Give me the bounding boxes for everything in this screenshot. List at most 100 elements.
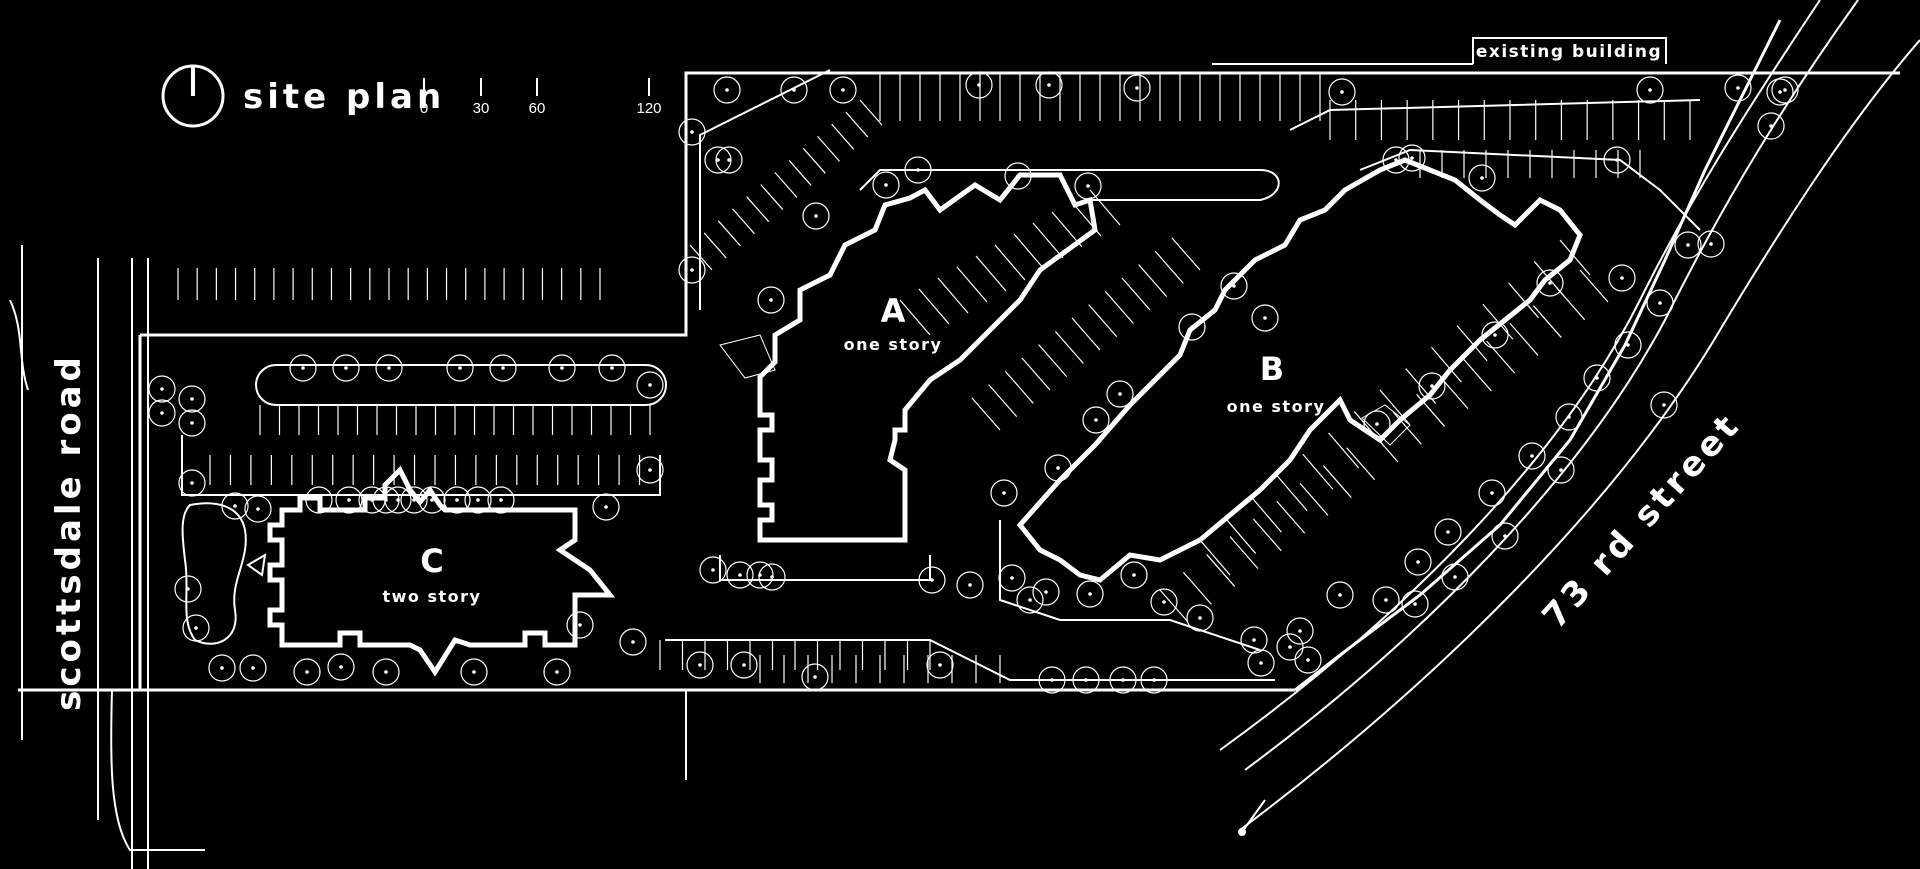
- parking-stall-line: [802, 147, 826, 174]
- tree-icon: [174, 575, 202, 603]
- tree-icon: [384, 486, 412, 514]
- tree-icon: [1186, 604, 1214, 632]
- street-label-scottsdale: scottsdale road: [49, 353, 89, 711]
- building-a-stories: one story: [844, 335, 943, 354]
- street-label-73rd: 73 rd street: [1535, 405, 1749, 637]
- property-boundary: [18, 19, 1900, 780]
- tree-icon: [1518, 442, 1546, 470]
- parking-stall-line: [1579, 269, 1609, 303]
- tree-icon: [1286, 617, 1314, 645]
- tree-icon: [1150, 588, 1178, 616]
- tree-icon: [1074, 172, 1102, 200]
- parking-stall-line: [1509, 322, 1539, 356]
- tree-icon: [446, 354, 474, 382]
- tree-icon: [780, 76, 808, 104]
- parking-stall-line: [1252, 518, 1282, 552]
- parking-stall-line: [689, 244, 713, 271]
- tree-icon: [327, 653, 355, 681]
- parking-stall-line: [746, 196, 770, 223]
- tree-icon: [1109, 666, 1137, 694]
- scale-tick-label: 60: [529, 100, 546, 117]
- parking-stall-line: [1556, 287, 1586, 321]
- tree-icon: [956, 571, 984, 599]
- tree-icon: [1603, 146, 1631, 174]
- tree-icon: [244, 495, 272, 523]
- tree-icon: [1555, 403, 1583, 431]
- tree-icon: [460, 658, 488, 686]
- parking-stall-line: [1154, 250, 1184, 284]
- parking-stall-line: [1456, 325, 1488, 362]
- parking-stall-line: [1225, 518, 1257, 554]
- tree-icon: [1044, 454, 1072, 482]
- parking-stall-line: [1159, 589, 1189, 623]
- tree-icon: [1038, 666, 1066, 694]
- tree-icon: [1614, 331, 1642, 359]
- tree-icon: [1547, 456, 1575, 484]
- parking-stall-line: [703, 232, 727, 259]
- tree-icon: [548, 354, 576, 382]
- parking-stall-line: [971, 397, 1001, 431]
- tree-icon: [1240, 626, 1268, 654]
- parking-stall-line: [817, 135, 840, 162]
- parking-stall-line: [1171, 237, 1201, 271]
- tree-icon: [1294, 646, 1322, 674]
- tree-icon: [965, 71, 993, 99]
- parking-stall-line: [899, 299, 931, 336]
- tree-icon: [1441, 563, 1469, 591]
- tree-icon: [566, 611, 594, 639]
- tree-icon: [1120, 561, 1148, 589]
- parking-stall-line: [1032, 222, 1064, 259]
- tree-icon: [289, 354, 317, 382]
- tree-icon: [1123, 74, 1151, 102]
- parking-stall-line: [1206, 554, 1236, 587]
- tree-icon: [1766, 78, 1794, 106]
- parking-stall-line: [1182, 571, 1212, 605]
- tree-icon: [1481, 321, 1509, 349]
- scale-bar: 0 30 60 120: [420, 78, 662, 117]
- parking-stall-line: [1328, 432, 1360, 469]
- parking-stall-line: [1038, 344, 1068, 378]
- tree-icon: [678, 118, 706, 146]
- parking-stall-line: [994, 244, 1026, 281]
- parking-stall-line: [1250, 496, 1282, 533]
- tree-icon: [464, 486, 492, 514]
- parking-stall-line: [1302, 453, 1334, 490]
- scale-tick-label: 0: [420, 100, 428, 117]
- tree-icon: [619, 628, 647, 656]
- tree-icon: [1076, 580, 1104, 608]
- tree-icon: [1251, 304, 1279, 332]
- parking-stall-line: [988, 384, 1018, 418]
- parking-stall-line: [845, 111, 869, 138]
- tree-icon: [335, 486, 363, 514]
- tree-icon: [1401, 590, 1429, 618]
- tree-icon: [1608, 264, 1636, 292]
- parking-stall-line: [1299, 482, 1329, 516]
- tree-icon: [1646, 289, 1674, 317]
- tree-icon: [1072, 666, 1100, 694]
- tree-icon: [1674, 231, 1702, 259]
- parking-stall-line: [1379, 389, 1411, 426]
- tree-icon: [990, 479, 1018, 507]
- tree-icon: [178, 469, 206, 497]
- parking-stall-line: [831, 123, 855, 150]
- landscape-area: [181, 502, 267, 645]
- tree-icon: [1536, 269, 1564, 297]
- parking-stall-line: [1322, 465, 1352, 498]
- parking-stall-line: [1021, 357, 1051, 391]
- parking-stall-line: [1104, 290, 1134, 324]
- parking-stall-line: [1508, 282, 1540, 319]
- north-arrow-icon: [161, 64, 225, 128]
- tree-icon: [713, 76, 741, 104]
- tree-icon: [375, 354, 403, 382]
- tree-icon: [686, 651, 714, 679]
- parking-stall-line: [1532, 305, 1562, 338]
- tree-icon: [332, 354, 360, 382]
- building-b: B one story: [1016, 157, 1583, 583]
- tree-icon: [1328, 78, 1356, 106]
- tree-icon: [1398, 144, 1426, 172]
- parking-stall-line: [1199, 539, 1231, 576]
- parking-stall-line: [1004, 370, 1034, 404]
- parking-stall-line: [717, 220, 741, 247]
- tree-icon: [148, 399, 176, 427]
- existing-building-label: existing building: [1476, 42, 1662, 62]
